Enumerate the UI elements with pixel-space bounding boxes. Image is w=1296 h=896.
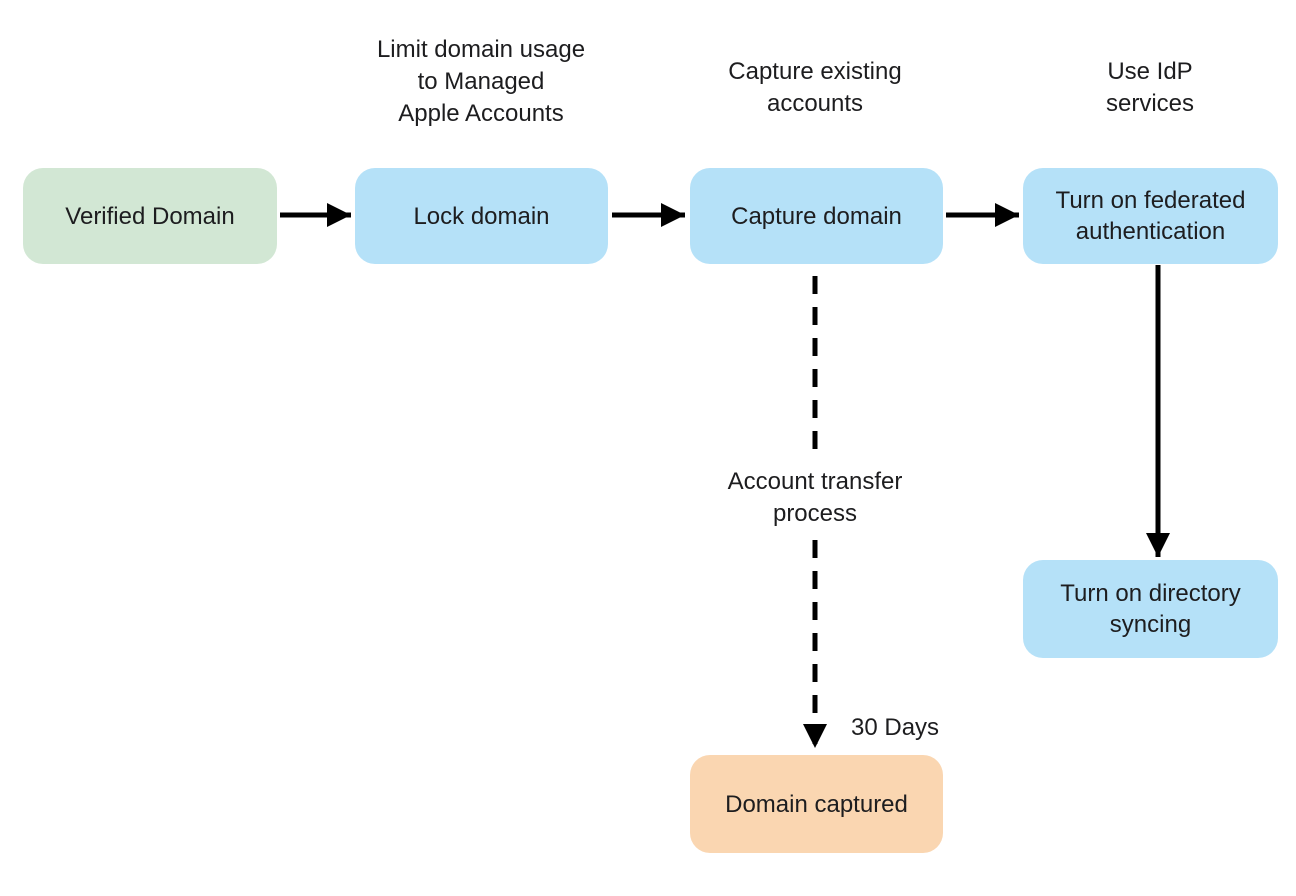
node-lock-domain: Lock domain [355,168,608,264]
note-30-days: 30 Days [851,714,940,741]
node-turn-on-directory-syncing: Turn on directory syncing [1023,560,1278,658]
note-use-idp-services: Use IdP services [1105,58,1195,117]
node-capture-domain: Capture domain [690,168,943,264]
note-limit-domain-usage: Limit domain usage to Managed Apple Acco… [376,36,586,127]
node-verified-domain: Verified Domain [23,168,277,264]
node-turn-on-federated-authentication: Turn on federated authentication [1023,168,1278,264]
note-capture-existing-accounts: Capture existing accounts [728,58,902,117]
note-account-transfer-process: Account transfer process [727,468,903,527]
node-domain-captured: Domain captured [690,755,943,853]
